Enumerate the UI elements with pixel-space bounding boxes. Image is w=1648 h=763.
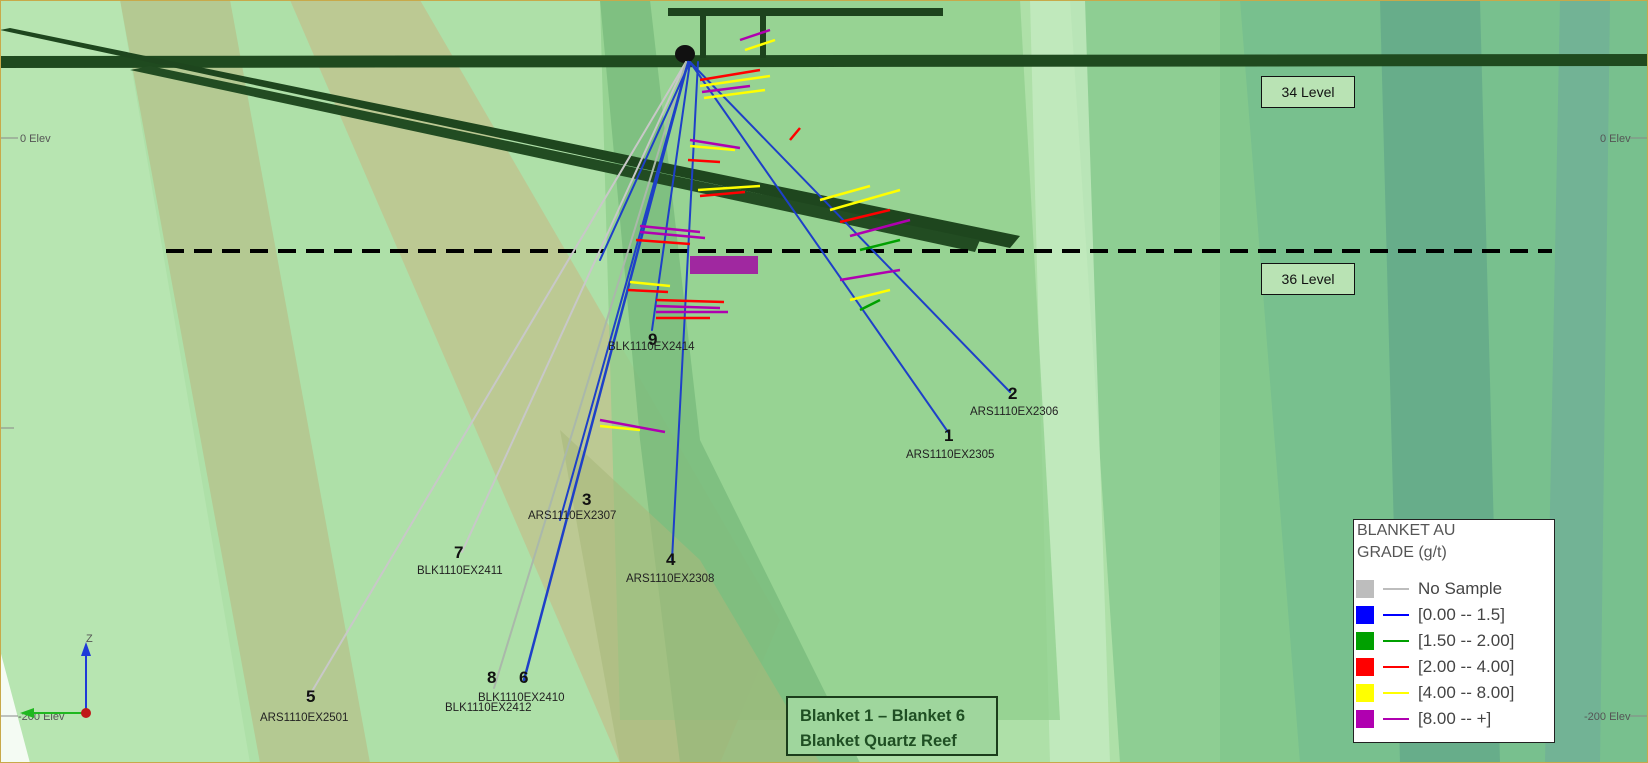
band-light-left <box>0 0 250 763</box>
hole-trace-2 <box>689 61 1011 393</box>
legend-swatch <box>1356 710 1374 728</box>
legend-item-2-4: [2.00 -- 4.00] <box>1356 656 1514 678</box>
legend-swatch <box>1356 684 1374 702</box>
band-khaki-lower <box>560 430 820 763</box>
legend-item-0-1.5: [0.00 -- 1.5] <box>1356 604 1505 626</box>
legend-swatch <box>1356 580 1374 598</box>
elev-zero-left: 0 Elev <box>20 133 51 145</box>
level-34-box: 34 Level <box>1261 76 1355 108</box>
white-wedge <box>0 650 30 763</box>
legend-item-no-sample: No Sample <box>1356 578 1502 600</box>
hole-number-8: 8 <box>487 668 496 687</box>
legend-item-8-plus: [8.00 -- +] <box>1356 708 1491 730</box>
hole-trace-7 <box>461 61 687 553</box>
legend-label: [8.00 -- +] <box>1418 709 1492 728</box>
hole-number-5: 5 <box>306 687 315 706</box>
collar-hub <box>675 45 695 63</box>
hole-number-4: 4 <box>666 550 676 569</box>
hole-name-3: ARS1110EX2307 <box>528 510 616 522</box>
legend-label: [4.00 -- 8.00] <box>1418 683 1515 702</box>
hole-name-4: ARS1110EX2308 <box>626 573 714 585</box>
hole-name-8: BLK1110EX2412 <box>445 702 532 714</box>
hole-trace-extra <box>599 61 691 261</box>
elev-zero-right: 0 Elev <box>1600 133 1631 145</box>
hole-name-9: BLK1110EX2414 <box>608 341 695 353</box>
title-line-1: Blanket 1 – Blanket 6 <box>800 707 966 725</box>
hole-number-2: 2 <box>1008 384 1017 403</box>
hole-trace-1 <box>689 61 949 433</box>
drift-diagonal-2 <box>130 66 980 252</box>
elev-m200-right: -200 Elev <box>1584 711 1631 723</box>
hole-name-6: BLK1110EX2410 <box>478 692 565 704</box>
legend-label: [0.00 -- 1.5] <box>1418 605 1505 624</box>
drift-top-stub-2 <box>760 14 766 58</box>
hole-trace-8 <box>493 61 687 689</box>
axis-triad: Z <box>20 633 93 718</box>
legend-swatch <box>1356 606 1374 624</box>
section-title-box: Blanket 1 – Blanket 6 Blanket Quartz Ree… <box>786 696 998 756</box>
hole-trace-5 <box>307 61 687 699</box>
hole-name-5: ARS1110EX2501 <box>260 712 348 724</box>
hole-number-6: 6 <box>519 668 528 687</box>
legend-swatch <box>1356 632 1374 650</box>
drift-34-level <box>0 54 1648 68</box>
hole-trace-6 <box>522 60 690 682</box>
legend-item-1.5-2: [1.50 -- 2.00] <box>1356 630 1514 652</box>
hole-number-7: 7 <box>454 543 463 562</box>
drift-top <box>668 8 943 16</box>
legend-label: [2.00 -- 4.00] <box>1418 657 1515 676</box>
grade-legend: BLANKET AU GRADE (g/t) No Sample [0.00 -… <box>1353 519 1555 743</box>
band-right-3 <box>1545 0 1610 763</box>
title-line-2: Blanket Quartz Reef <box>800 732 957 750</box>
drill-holes <box>307 60 1011 699</box>
legend-label: [1.50 -- 2.00] <box>1418 631 1515 650</box>
legend-item-4-8: [4.00 -- 8.00] <box>1356 682 1514 704</box>
legend-title-1: BLANKET AU <box>1357 522 1456 539</box>
band-right-1 <box>1070 0 1300 763</box>
hole-number-9: 9 <box>648 330 657 349</box>
hole-name-1: ARS1110EX2305 <box>906 449 994 461</box>
hole-name-7: BLK1110EX2411 <box>417 565 503 577</box>
legend-title-2: GRADE (g/t) <box>1357 544 1447 561</box>
legend-swatch <box>1356 658 1374 676</box>
axis-z-label: Z <box>86 633 93 645</box>
band-left-khaki <box>120 0 370 763</box>
hole-number-1: 1 <box>944 426 953 445</box>
drift-diagonal-1 <box>0 28 1020 248</box>
drift-top-stub <box>700 14 706 58</box>
hole-number-3: 3 <box>582 490 591 509</box>
level-36-box: 36 Level <box>1261 263 1355 295</box>
hole-name-2: ARS1110EX2306 <box>970 406 1058 418</box>
legend-label: No Sample <box>1418 579 1503 598</box>
grade-histograms <box>599 28 911 434</box>
